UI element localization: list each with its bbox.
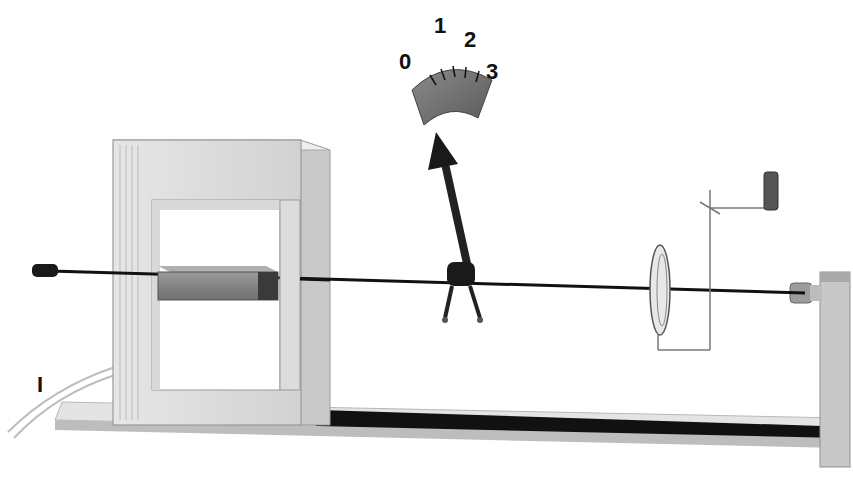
scale-number: 2 [464,29,476,51]
frame-post [280,200,300,390]
electromagnet-frame [113,140,330,425]
pointer [428,132,483,323]
current-wire [8,366,118,438]
end-support [790,272,850,467]
damper-disc [650,245,670,335]
scale [412,66,492,125]
spring-bracket [658,190,766,350]
rod [32,264,805,293]
rod [300,279,330,280]
iron-core [158,266,278,300]
scale-number: 1 [434,15,446,37]
current-symbol: I [37,374,43,396]
scale-number: 0 [399,51,411,73]
scale-number: 3 [486,61,498,83]
counterweight [764,172,778,210]
